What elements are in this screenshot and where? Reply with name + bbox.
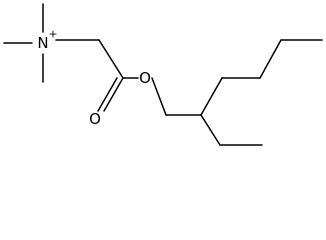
- ch2-to-carbonyl-bond: [98, 39, 124, 79]
- ester-oxygen-label: O: [139, 69, 151, 87]
- ammonium-charge-label: +: [48, 28, 57, 41]
- carbonyl-oxygen-label: O: [89, 110, 101, 128]
- ammonium-nitrogen-label: N: [37, 34, 48, 52]
- ethyl-bond-1: [200, 114, 221, 146]
- carbonyl-double-bond-outer: [103, 77, 124, 112]
- chemical-structure: N + O O: [3, 3, 323, 146]
- carbonyl-double-bond-inner: [97, 77, 118, 112]
- butyl-bond-1: [200, 77, 223, 116]
- butyl-bond-3: [259, 39, 282, 79]
- ester-oxygen-to-ch2-bond: [151, 77, 167, 116]
